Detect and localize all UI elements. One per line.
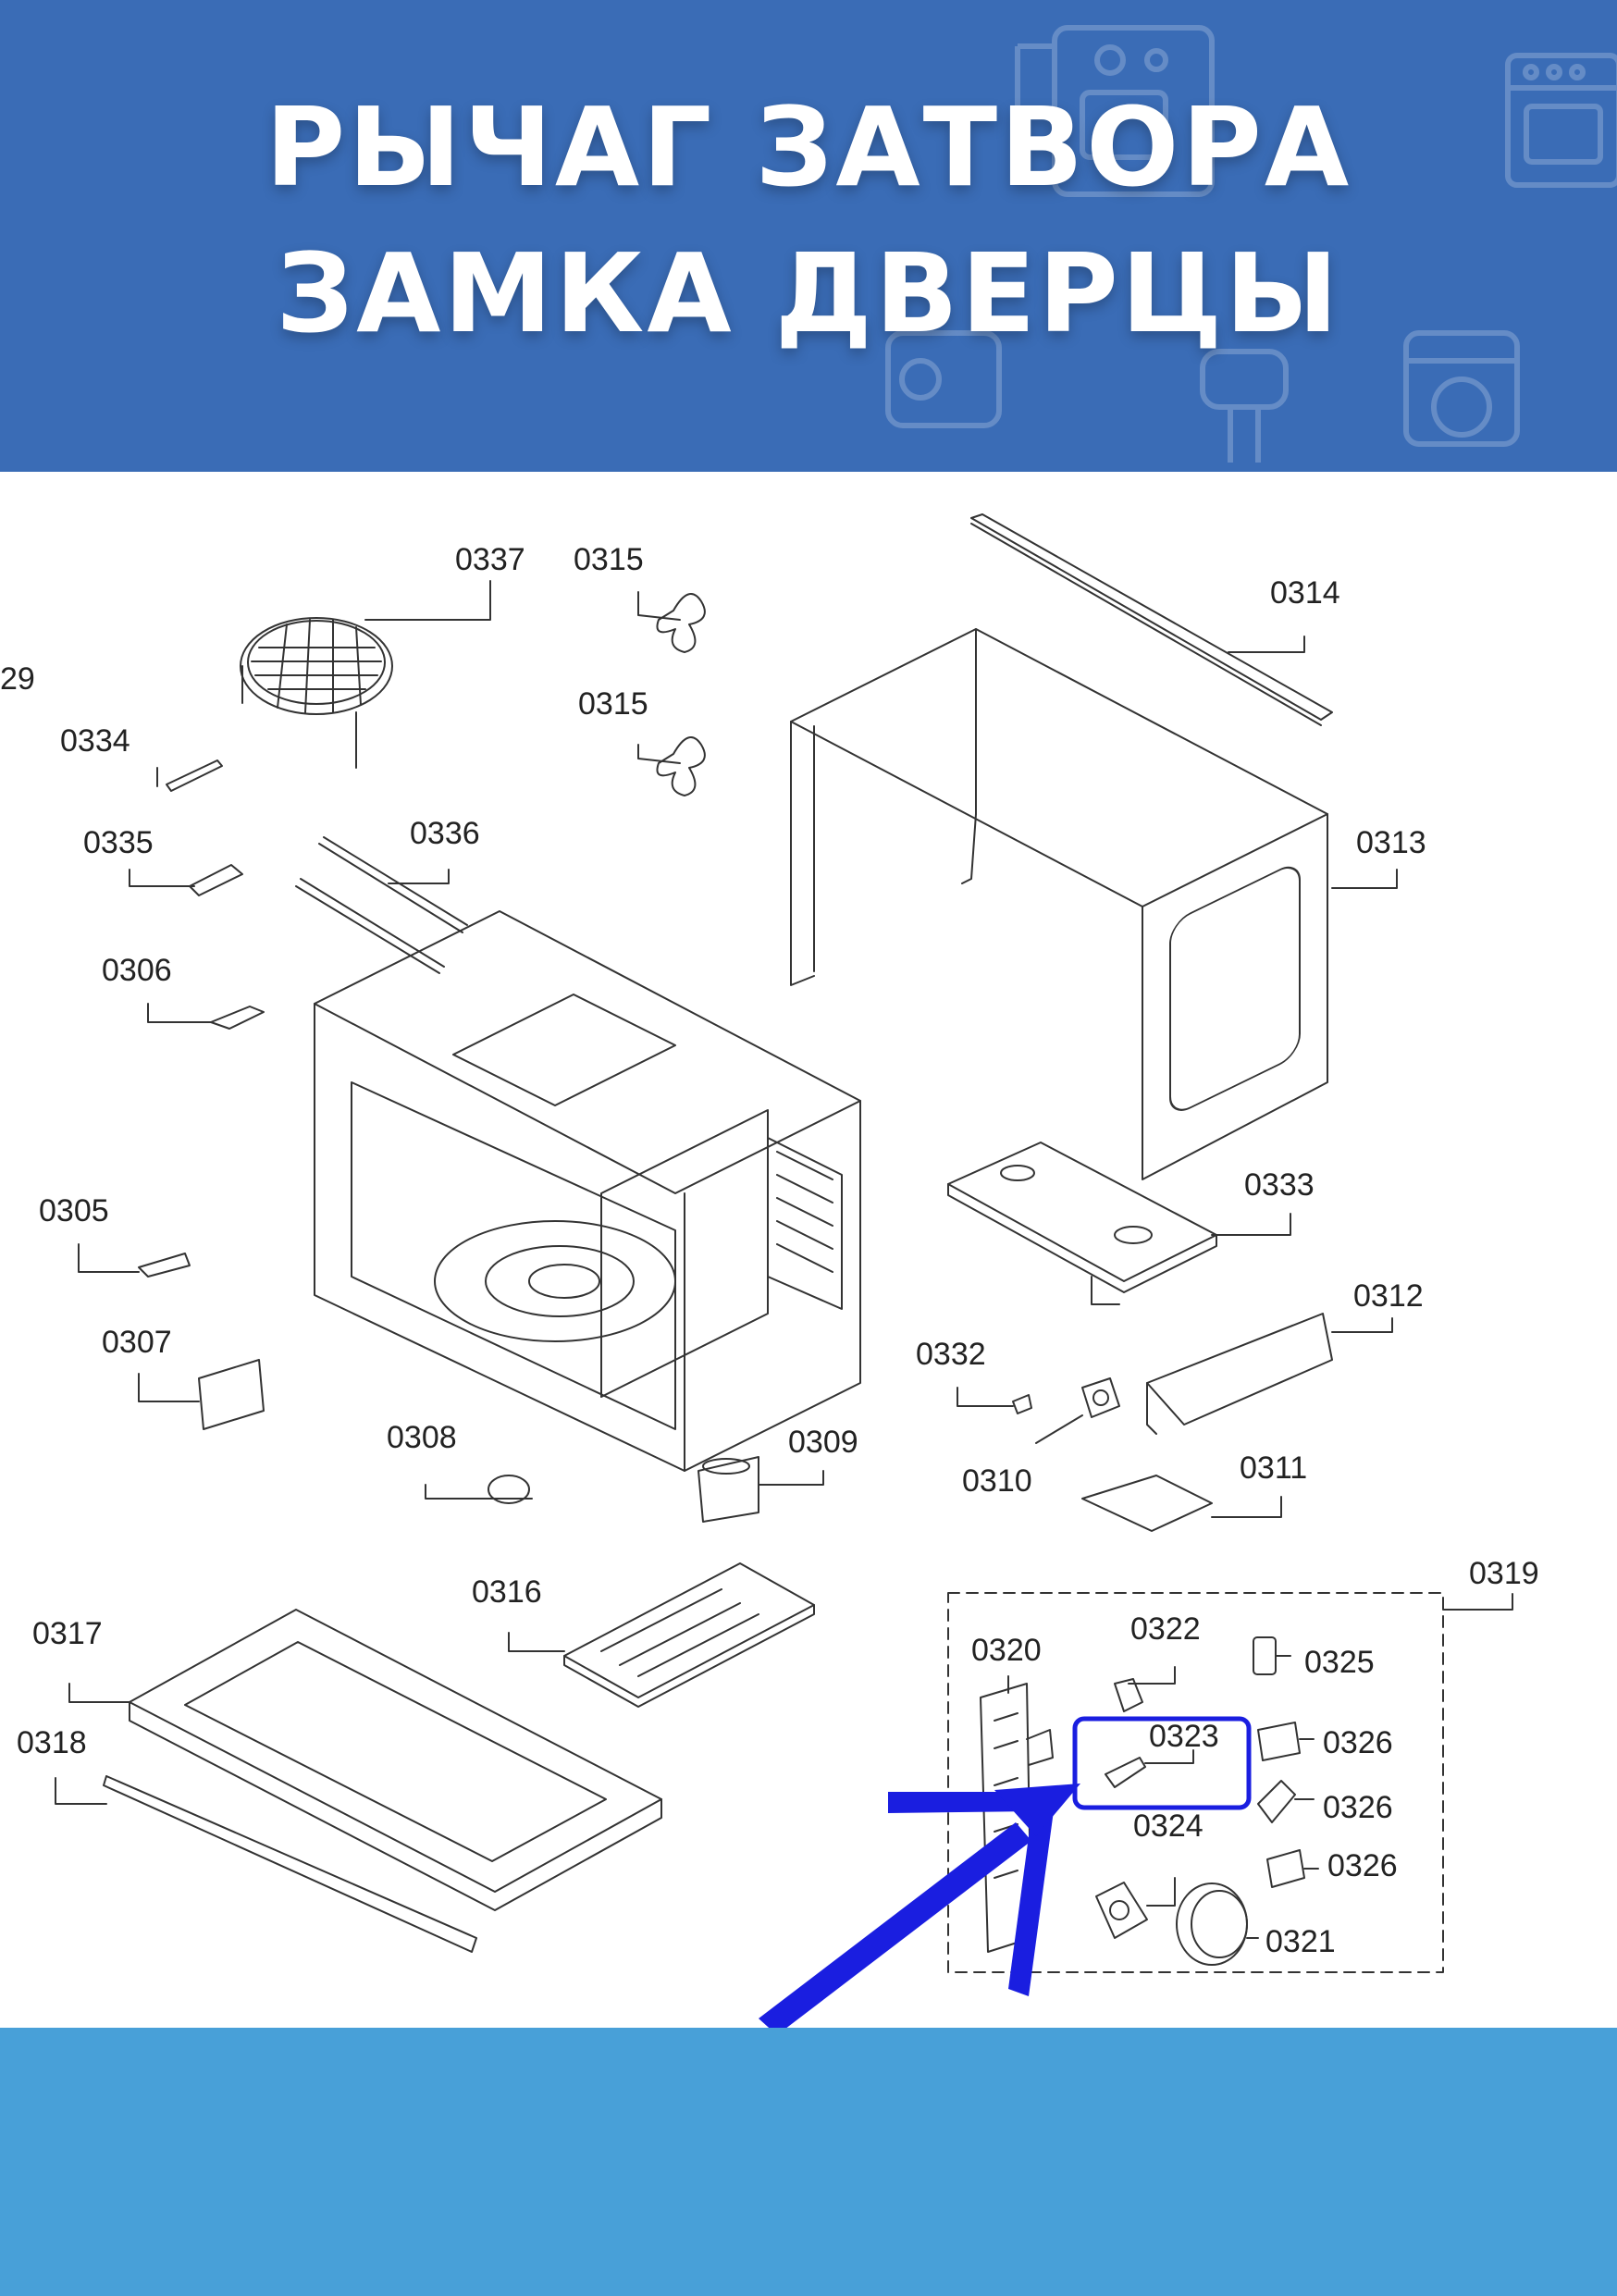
part-label: 0333 [1244, 1167, 1315, 1203]
part-label: 0326 [1327, 1848, 1398, 1883]
part-label: 0322 [1130, 1611, 1201, 1647]
appliance-outline-icon [1015, 25, 1215, 197]
oven-outline-icon [1505, 53, 1617, 188]
part-0319-assembly-box [947, 1592, 1444, 1973]
part-label: 0309 [788, 1425, 858, 1460]
part-label: 0310 [962, 1463, 1032, 1499]
part-label: 0317 [32, 1616, 103, 1651]
part-0315-fan-bottom [656, 736, 706, 796]
part-0322-hook [1114, 1678, 1143, 1712]
part-label: 0326 [1323, 1725, 1393, 1760]
part-0310-component [1081, 1377, 1120, 1418]
part-0306-bracket [210, 1006, 265, 1030]
leader-lines [55, 580, 1513, 1939]
highlight-box-0323 [1072, 1716, 1252, 1810]
appliance-outline-icon [885, 330, 1002, 428]
part-0312-shield [1146, 1313, 1333, 1435]
part-0313-cabinet [790, 628, 1328, 1180]
part-0326-switch-a [1257, 1722, 1301, 1761]
part-0318-rail [103, 1775, 477, 1953]
part-0336-heater-rods [295, 836, 468, 974]
part-0335-clip [189, 864, 243, 896]
part-label: 0324 [1133, 1808, 1203, 1844]
part-0323-lever [1105, 1757, 1146, 1788]
part-0325-switch [1253, 1636, 1277, 1675]
part-label: 0334 [60, 723, 130, 759]
part-0307-plate [198, 1359, 265, 1430]
part-label: 0337 [455, 542, 525, 577]
part-label: 0308 [387, 1420, 457, 1455]
part-label: 0325 [1304, 1645, 1375, 1680]
part-0332-clip [1012, 1394, 1032, 1414]
part-0326-switch-c [1266, 1849, 1305, 1888]
part-labels: 29 0337 0315 0314 0315 0334 0335 0336 03… [0, 542, 1539, 1959]
part-0334-rod [166, 759, 223, 792]
part-label: 0321 [1265, 1924, 1336, 1959]
part-label: 0323 [1149, 1719, 1219, 1754]
part-0333-plate [947, 1142, 1217, 1305]
part-label: 0315 [578, 686, 648, 722]
page-title: РЫЧАГ ЗАТВОРА ЗАМКА ДВЕРЦЫ [0, 74, 1617, 366]
part-label: 0311 [1240, 1450, 1307, 1486]
part-label: 0336 [410, 816, 480, 851]
part-0305-latch [138, 1253, 191, 1278]
mixer-outline-icon [1200, 349, 1289, 463]
part-label: 0320 [971, 1633, 1042, 1668]
title-line-2: ЗАМКА ДВЕРЦЫ [276, 229, 1341, 357]
part-0337-grill-rack [240, 617, 393, 769]
part-label: 0315 [574, 542, 644, 577]
part-label: 0316 [472, 1574, 542, 1610]
part-0321-motor [1176, 1882, 1248, 1966]
header-banner: РЫЧАГ ЗАТВОРА ЗАМКА ДВЕРЦЫ [0, 0, 1617, 472]
part-label: 0314 [1270, 575, 1340, 611]
part-label: 0307 [102, 1325, 172, 1360]
part-label: 0312 [1353, 1278, 1424, 1314]
part-0324-latch-mechanism [1095, 1882, 1148, 1939]
part-label: 0319 [1469, 1556, 1539, 1591]
part-label: 0318 [17, 1725, 87, 1760]
part-0311-sheet [1081, 1475, 1213, 1532]
part-label: 0332 [916, 1337, 986, 1372]
part-0308-motor [488, 1475, 533, 1504]
part-0326-switch-b [1257, 1780, 1296, 1823]
title-line-1: РЫЧАГ ЗАТВОРА [265, 83, 1352, 211]
part-label: 0313 [1356, 825, 1426, 860]
part-label: 29 [0, 661, 35, 697]
part-label: 0305 [39, 1193, 109, 1228]
part-label: 0335 [83, 825, 154, 860]
part-label: 0326 [1323, 1790, 1393, 1825]
dishwasher-outline-icon [1403, 330, 1520, 447]
part-0314-trim-bar [970, 513, 1333, 726]
pointer-arrow [759, 1784, 1080, 2028]
diagram-canvas: 29 0337 0315 0314 0315 0334 0335 0336 03… [0, 513, 1539, 2028]
part-0317-base-frame [129, 1609, 662, 1911]
part-0316-tray [563, 1562, 815, 1708]
footer-band [0, 2028, 1617, 2296]
exploded-parts-diagram: 29 0337 0315 0314 0315 0334 0335 0336 03… [0, 472, 1617, 2028]
part-label: 0306 [102, 953, 172, 988]
part-cavity-frame [314, 910, 861, 1472]
part-0315-fan-top [656, 593, 706, 653]
part-0309-box [697, 1456, 759, 1523]
